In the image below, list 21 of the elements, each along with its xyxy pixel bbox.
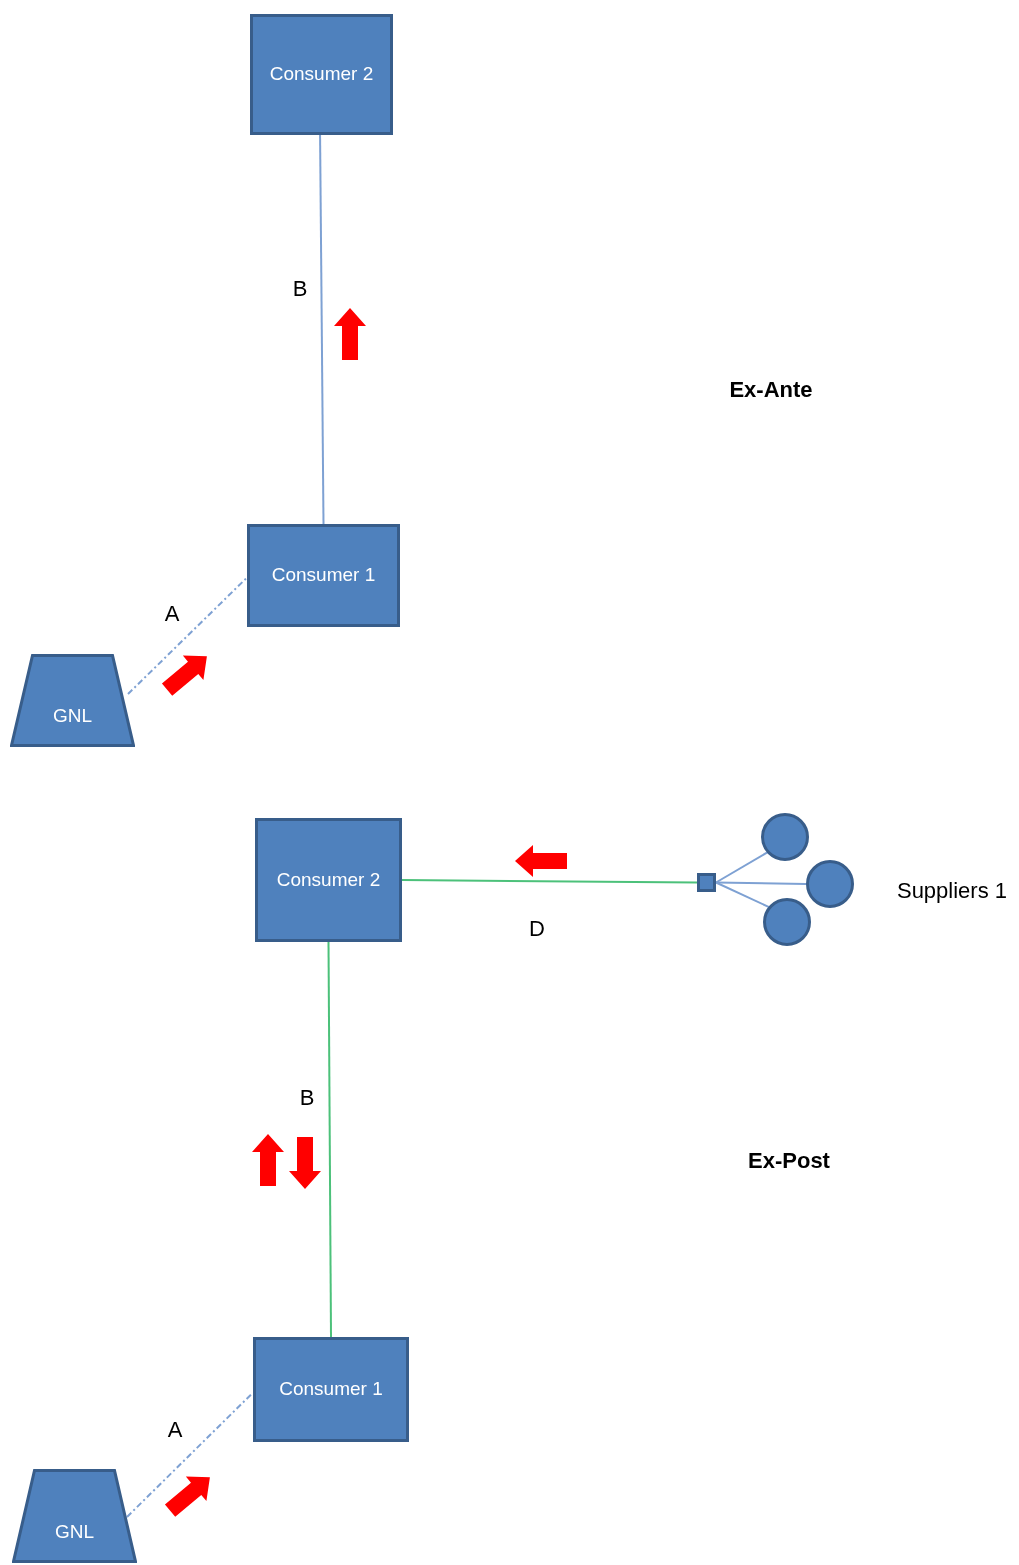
node-label: Consumer 1 [279, 1377, 383, 1402]
node-label: Consumer 2 [276, 867, 381, 892]
connector-line [715, 850, 770, 884]
section-label: Ex-Ante [729, 375, 813, 404]
node-label: GNL [54, 1519, 95, 1544]
node-label: GNL [52, 704, 93, 729]
connector-line [715, 881, 807, 885]
connector-line [327, 941, 332, 1338]
process-box [253, 1337, 409, 1442]
connector-line [319, 134, 325, 525]
node-label: Consumer 2 [269, 62, 374, 87]
section-label: Suppliers 1 [896, 876, 1008, 905]
process-box [255, 818, 402, 942]
connector-line [401, 879, 698, 884]
connector-line [127, 576, 248, 695]
process-box [250, 14, 393, 135]
connector-line [126, 1391, 254, 1518]
process-box [697, 873, 716, 892]
process-box [247, 524, 400, 627]
node-label: Consumer 1 [271, 563, 376, 588]
section-label: Ex-Post [748, 1146, 830, 1175]
